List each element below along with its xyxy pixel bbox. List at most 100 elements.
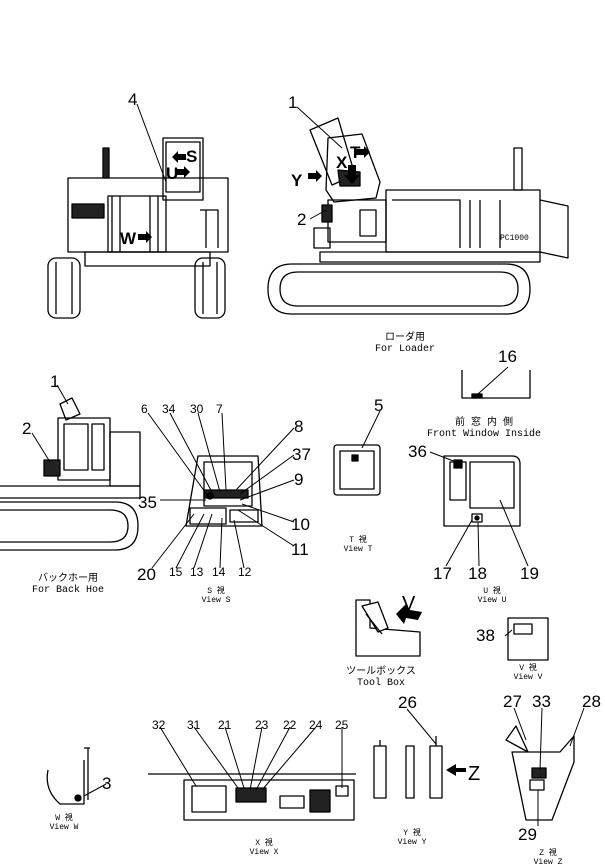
- caption-view-s-en: View S: [201, 596, 231, 605]
- callout-16: 16: [498, 347, 517, 366]
- view-u-cab: [443, 455, 521, 527]
- callout-2-loader: 2: [297, 210, 307, 229]
- front-window-frame: [461, 370, 531, 399]
- callout-20: 20: [137, 565, 156, 584]
- callout-23: 23: [255, 718, 269, 732]
- caption-view-x-en: View X: [249, 848, 279, 857]
- callout-9: 9: [294, 470, 304, 489]
- caption-view-z: Z 視 View Z: [528, 849, 568, 867]
- arrow-w-icon: [138, 231, 152, 243]
- arrow-z-icon: [446, 764, 466, 776]
- caption-for-loader-en: For Loader: [374, 344, 435, 355]
- callout-28: 28: [582, 692, 601, 711]
- caption-view-v: V 視 View V: [508, 664, 548, 682]
- view-letter-y: Y: [291, 171, 303, 190]
- view-z-panel: [505, 725, 575, 821]
- view-letter-x: X: [336, 153, 348, 172]
- arrow-y-icon: [308, 170, 322, 182]
- callout-25: 25: [335, 718, 349, 732]
- caption-view-x: X 視 View X: [244, 839, 284, 857]
- view-letter-t: T: [350, 143, 361, 162]
- callout-19: 19: [520, 564, 539, 583]
- view-letter-v: V: [402, 593, 416, 615]
- callout-14: 14: [212, 565, 226, 579]
- arrow-v-icon: [396, 604, 422, 624]
- callout-7: 7: [216, 402, 223, 416]
- arrow-s-icon: [172, 151, 186, 163]
- caption-view-s-jp: S 視: [207, 587, 225, 596]
- caption-front-window-en: Front Window Inside: [426, 429, 542, 440]
- callout-38: 38: [476, 626, 495, 645]
- caption-view-u-en: View U: [477, 596, 507, 605]
- leader-lines: [31, 103, 585, 826]
- arrow-x-icon: [344, 165, 360, 184]
- callout-12: 12: [238, 565, 252, 579]
- callout-21: 21: [218, 718, 232, 732]
- callout-8: 8: [294, 417, 304, 436]
- caption-front-window-jp: 前 窓 内 側: [454, 418, 513, 429]
- caption-view-t-en: View T: [343, 545, 373, 554]
- view-letter-z: Z: [468, 763, 481, 785]
- caption-for-backhoe-jp: バックホー用: [38, 574, 98, 585]
- callout-11: 11: [291, 540, 309, 559]
- callout-34: 34: [162, 402, 176, 416]
- caption-view-z-jp: Z 視: [539, 849, 557, 858]
- callout-36: 36: [408, 442, 427, 461]
- caption-tool-box-jp: ツールボックス: [346, 667, 416, 678]
- view-letter-s: S: [186, 147, 198, 166]
- callout-10: 10: [291, 515, 310, 534]
- caption-view-v-jp: V 視: [519, 664, 537, 673]
- caption-for-loader: ローダ用 For Loader: [360, 333, 450, 355]
- view-v-panel: [507, 617, 549, 661]
- arrow-u-icon: [176, 166, 190, 178]
- callout-6: 6: [141, 402, 148, 416]
- caption-view-t-jp: T 視: [349, 536, 367, 545]
- callout-35: 35: [138, 493, 157, 512]
- side-view-loader: [267, 117, 569, 315]
- machine-model-label: PC1000: [500, 234, 529, 243]
- view-letter-w: W: [120, 229, 137, 248]
- caption-for-backhoe: バックホー用 For Back Hoe: [18, 574, 118, 596]
- caption-view-y-en: View Y: [397, 838, 427, 847]
- front-view-machine: [47, 137, 229, 319]
- callout-17: 17: [433, 564, 452, 583]
- caption-front-window: 前 窓 内 側 Front Window Inside: [414, 418, 554, 440]
- caption-view-s: S 視 View S: [196, 587, 236, 605]
- caption-view-w: W 視 View W: [44, 814, 84, 832]
- view-s-panel: [185, 455, 263, 527]
- view-w-panel: [46, 747, 90, 805]
- caption-view-v-en: View V: [513, 673, 543, 682]
- callout-18: 18: [468, 564, 487, 583]
- callout-4: 4: [128, 90, 138, 109]
- view-y-panel: [373, 736, 443, 799]
- callout-24: 24: [309, 718, 323, 732]
- caption-view-u-jp: U 視: [483, 587, 501, 596]
- caption-view-x-jp: X 視: [255, 839, 273, 848]
- view-letter-u: U: [166, 164, 179, 183]
- callout-5: 5: [374, 396, 384, 415]
- view-arrows: [138, 146, 466, 776]
- caption-view-w-jp: W 視: [55, 814, 73, 823]
- callout-15: 15: [169, 565, 183, 579]
- caption-for-backhoe-en: For Back Hoe: [31, 585, 104, 596]
- callout-30: 30: [190, 402, 204, 416]
- caption-view-u: U 視 View U: [472, 587, 512, 605]
- callout-2-backhoe: 2: [22, 419, 32, 438]
- caption-view-y-jp: Y 視: [403, 829, 421, 838]
- caption-view-w-en: View W: [49, 823, 79, 832]
- caption-for-loader-jp: ローダ用: [385, 333, 425, 344]
- caption-view-t: T 視 View T: [338, 536, 378, 554]
- caption-tool-box-en: Tool Box: [356, 678, 405, 689]
- callout-1-backhoe: 1: [50, 372, 60, 391]
- caption-tool-box: ツールボックス Tool Box: [336, 667, 426, 689]
- callout-13: 13: [190, 565, 204, 579]
- callout-3: 3: [102, 774, 112, 793]
- view-t-sticker: [333, 444, 381, 496]
- tool-box-drawing: [355, 599, 421, 657]
- callout-31: 31: [187, 718, 201, 732]
- arrow-t-icon: [356, 146, 370, 158]
- callout-32: 32: [152, 718, 166, 732]
- callout-33: 33: [532, 692, 551, 711]
